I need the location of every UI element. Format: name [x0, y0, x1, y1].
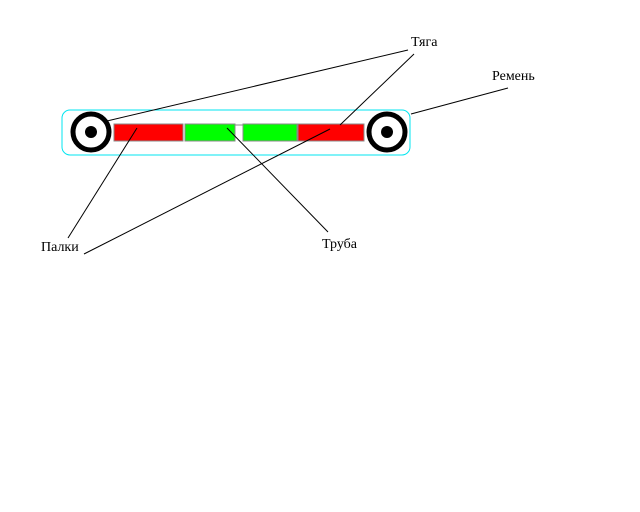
leader-palki-left [67, 127, 138, 239]
leader-remen [410, 87, 509, 115]
label-palki: Палки [41, 240, 79, 255]
leader-tyaga-left [106, 49, 409, 122]
pulley-right [366, 111, 408, 153]
label-tyaga: Тяга [411, 35, 438, 50]
leader-palki-right [83, 128, 331, 255]
belt-outline [61, 109, 411, 156]
leader-truba [226, 127, 329, 233]
stick-right [297, 123, 365, 142]
stick-left [113, 123, 184, 142]
tube-segment-right [242, 123, 298, 142]
label-remen: Ремень [492, 69, 535, 84]
tube-segment-left [184, 123, 236, 142]
label-truba: Труба [322, 237, 358, 252]
pulley-left [70, 111, 112, 153]
leader-lines [67, 49, 509, 255]
leader-tyaga-right [339, 53, 415, 126]
